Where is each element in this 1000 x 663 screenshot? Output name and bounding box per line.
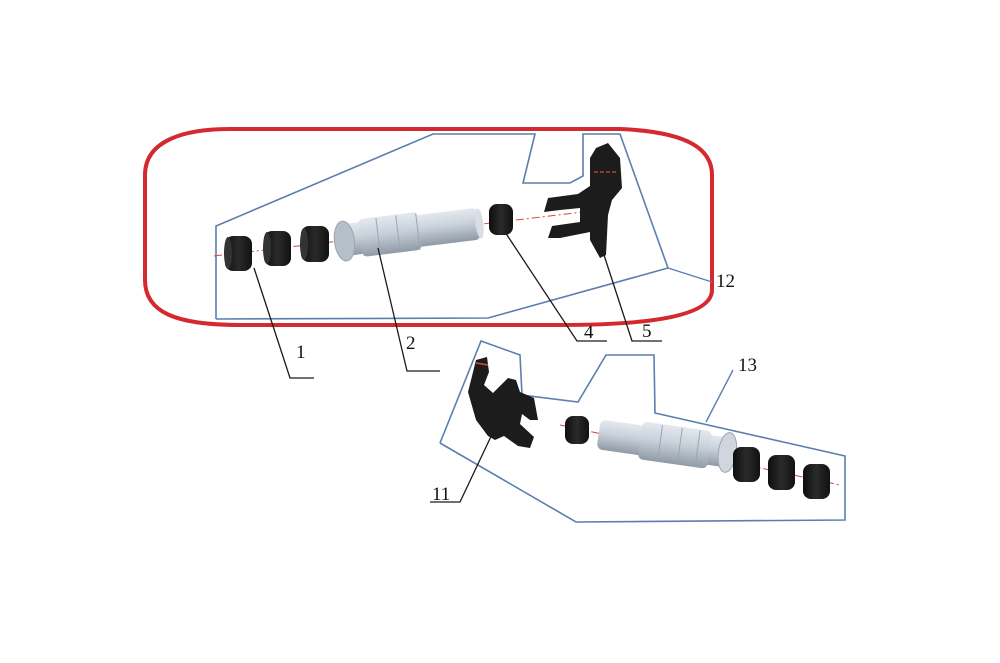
bushing-lower-b: [768, 455, 795, 490]
group-12-outline: [215, 133, 670, 320]
bushing-4: [489, 204, 513, 235]
leader-5: [603, 254, 662, 342]
callout-label-5: 5: [642, 321, 652, 342]
highlight-outline: [143, 127, 714, 327]
leader-2: [377, 247, 440, 372]
bushing-lower-single: [565, 416, 589, 444]
leader-11: [430, 427, 496, 503]
callout-label-1: 1: [296, 342, 306, 363]
callout-label-4: 4: [584, 322, 594, 343]
callout-label-12: 12: [716, 271, 735, 292]
group-13-leader: [705, 369, 734, 423]
bushing-1a: [224, 236, 252, 271]
group-12-leader: [667, 267, 713, 283]
group-13-outline: [439, 339, 846, 523]
bracket-11: [468, 357, 538, 448]
bushing-1b: [263, 231, 291, 266]
bushing-lower-c: [803, 464, 830, 499]
shaft-2: [333, 208, 484, 262]
bushing-1c: [300, 226, 329, 262]
callout-label-2: 2: [406, 333, 416, 354]
leader-lines: [253, 231, 662, 503]
leader-1: [253, 267, 314, 379]
callout-label-13: 13: [738, 355, 757, 376]
callout-label-11: 11: [432, 484, 450, 505]
leader-4: [504, 231, 607, 342]
bushing-lower-a: [733, 447, 760, 482]
shaft-lower: [597, 420, 738, 473]
